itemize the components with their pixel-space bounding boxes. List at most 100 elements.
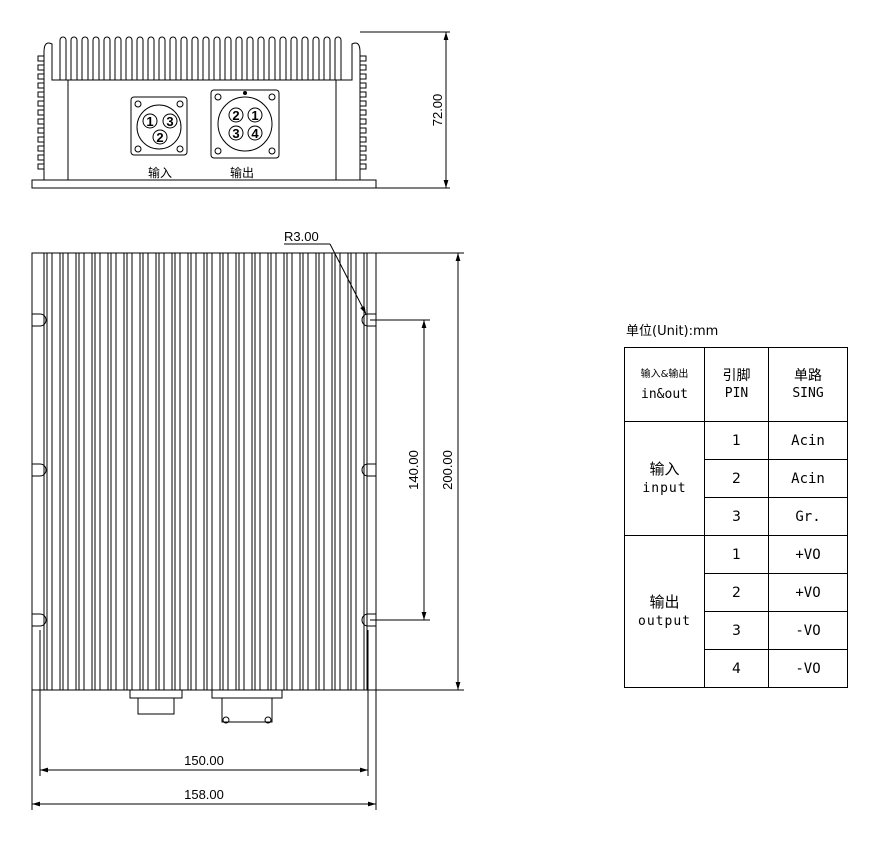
side-fins: [37, 55, 367, 170]
heat-sink-fin: [92, 36, 100, 80]
side-fin: [360, 100, 367, 107]
side-fin: [37, 100, 44, 107]
header-pin: 引脚 PIN: [704, 347, 769, 422]
side-fin: [360, 82, 367, 89]
heat-sink-fin: [224, 36, 232, 80]
side-fin: [360, 154, 367, 161]
signal-cell: Acin: [768, 421, 848, 460]
front-fins: [43, 253, 368, 690]
header-group: 输入&输出 in&out: [624, 347, 705, 422]
heat-sink-fin: [114, 36, 122, 80]
input-pin-label: 3: [166, 114, 173, 129]
heat-sink-fin: [334, 36, 342, 80]
signal-cell: +VO: [768, 573, 848, 612]
header-signal: 单路 SING: [768, 347, 848, 422]
side-fin: [360, 109, 367, 116]
heat-sink-fin: [158, 36, 166, 80]
table-row: 输入 input 1 Acin: [624, 421, 848, 536]
radius-dim: R3.00: [284, 229, 319, 244]
table-row: 2 +VO: [625, 573, 848, 612]
input-connector-label: 输入: [148, 165, 172, 180]
heat-sink-fin: [279, 36, 287, 80]
heat-sink-fin: [169, 36, 177, 80]
table-header-row: 输入&输出 in&out 引脚 PIN 单路 SING: [624, 347, 848, 422]
input-pin-label: 1: [146, 114, 153, 129]
side-fin: [360, 145, 367, 152]
height-dim-200: 200.00: [440, 450, 455, 490]
heat-sink-fin: [257, 36, 265, 80]
heat-sink-fin: [202, 36, 210, 80]
mounting-slot: [32, 313, 47, 327]
heat-sink-fin: [246, 36, 254, 80]
side-fin: [37, 55, 44, 62]
top-view-labels: 1 3 2 2 1 3 4 输入 输出 72.00: [146, 94, 445, 180]
heat-sink-fin: [323, 36, 331, 80]
side-fin: [360, 118, 367, 125]
pin-table: 输入&输出 in&out 引脚 PIN 单路 SING 输入 input 1 A…: [624, 347, 848, 688]
table-row: 4 -VO: [625, 649, 848, 688]
side-fin: [360, 55, 367, 62]
output-group-cell: 输出 output: [624, 535, 705, 688]
front-view: [31, 243, 464, 810]
heat-sink-fin: [180, 36, 188, 80]
side-fin: [360, 64, 367, 71]
heat-sink-fin: [103, 36, 111, 80]
heat-sink-fin: [213, 36, 221, 80]
side-fin: [37, 127, 44, 134]
pin-cell: 1: [704, 535, 769, 574]
signal-cell: -VO: [768, 649, 848, 688]
side-fin: [360, 136, 367, 143]
inner-width-dim: 150.00: [184, 753, 224, 768]
pin-cell: 3: [704, 611, 769, 650]
height-dim-72: 72.00: [430, 94, 445, 127]
signal-cell: +VO: [768, 535, 848, 574]
side-fin: [37, 109, 44, 116]
side-fin: [37, 145, 44, 152]
heat-sink-fin: [312, 36, 320, 80]
signal-cell: Acin: [768, 459, 848, 498]
side-fin: [37, 136, 44, 143]
side-fin: [37, 82, 44, 89]
input-connector: [130, 96, 188, 156]
heat-sink-fin: [81, 36, 89, 80]
heat-sink-fin: [235, 36, 243, 80]
side-fin: [360, 73, 367, 80]
side-fin: [37, 163, 44, 170]
side-fin: [360, 163, 367, 170]
heat-sink-fin: [136, 36, 144, 80]
hole-spacing-dim: 140.00: [406, 450, 421, 490]
heat-sink-fin: [191, 36, 199, 80]
pin-cell: 2: [704, 573, 769, 612]
bottom-output-connector: [211, 689, 283, 724]
input-pin-label: 2: [156, 130, 163, 145]
table-row: 3 -VO: [625, 611, 848, 650]
heat-sink-fin: [125, 36, 133, 80]
output-pin-label: 1: [251, 108, 258, 123]
signal-cell: Gr.: [768, 497, 848, 536]
top-fins: [59, 36, 342, 80]
top-view-base-plate: [31, 179, 377, 189]
mounting-slot: [32, 613, 47, 627]
outer-width-dim: 158.00: [184, 787, 224, 802]
top-view-inner-panel: [67, 79, 337, 181]
signal-cell: -VO: [768, 611, 848, 650]
top-view: [31, 31, 450, 189]
table-row: 输出 output 1 +VO: [624, 535, 848, 688]
unit-label: 单位(Unit):mm: [626, 324, 719, 339]
bottom-input-connector: [129, 689, 183, 715]
heat-sink-fin: [147, 36, 155, 80]
output-pin-label: 2: [232, 108, 239, 123]
pin-cell: 3: [704, 497, 769, 536]
side-fin: [37, 154, 44, 161]
mounting-slot: [32, 463, 47, 477]
output-connector: [210, 89, 280, 159]
side-fin: [37, 118, 44, 125]
pin-cell: 2: [704, 459, 769, 498]
heat-sink-fin: [59, 36, 67, 80]
heat-sink-fin: [268, 36, 276, 80]
pin-cell: 4: [704, 649, 769, 688]
output-pin-label: 3: [232, 126, 239, 141]
side-fin: [37, 73, 44, 80]
output-connector-label: 输出: [230, 165, 254, 180]
